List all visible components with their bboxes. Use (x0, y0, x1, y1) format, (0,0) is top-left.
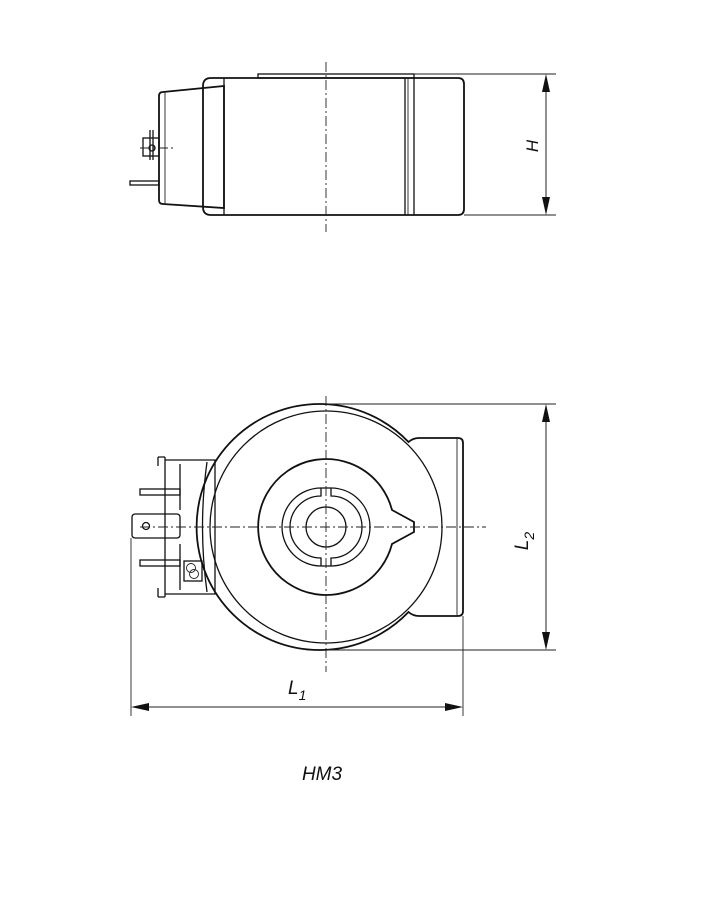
terminal-block (142, 137, 160, 157)
drawing-caption: HM3 (301, 764, 343, 785)
length1-arrow-right (445, 703, 463, 711)
connector-housing (158, 85, 225, 209)
length1-dimension: L1 (130, 538, 464, 716)
top-view (131, 396, 486, 672)
terminal-pin (129, 180, 160, 186)
length1-arrow-left (131, 703, 149, 711)
coil-body-outline (202, 77, 465, 216)
height-arrow-top (542, 74, 550, 92)
terminal-pin-lower (139, 559, 181, 567)
coil-outer-contour (195, 403, 464, 651)
ground-terminal (131, 513, 181, 539)
height-dimension: H (414, 73, 556, 216)
terminal-pin-upper (139, 488, 181, 496)
length2-label: L2 (512, 532, 537, 551)
length2-arrow-top (542, 404, 550, 422)
length2-dimension: L2 (326, 403, 556, 651)
svg-text:L2: L2 (512, 532, 537, 551)
ground-symbol-icon (186, 563, 196, 573)
length1-label: L1 (288, 678, 306, 703)
height-label: H (523, 139, 542, 152)
ground-terminal-hole (141, 521, 151, 531)
side-view (129, 62, 465, 232)
core-outline (257, 458, 415, 596)
height-arrow-bottom (542, 197, 550, 215)
ground-symbol-box (183, 560, 203, 582)
length2-arrow-bottom (542, 632, 550, 650)
